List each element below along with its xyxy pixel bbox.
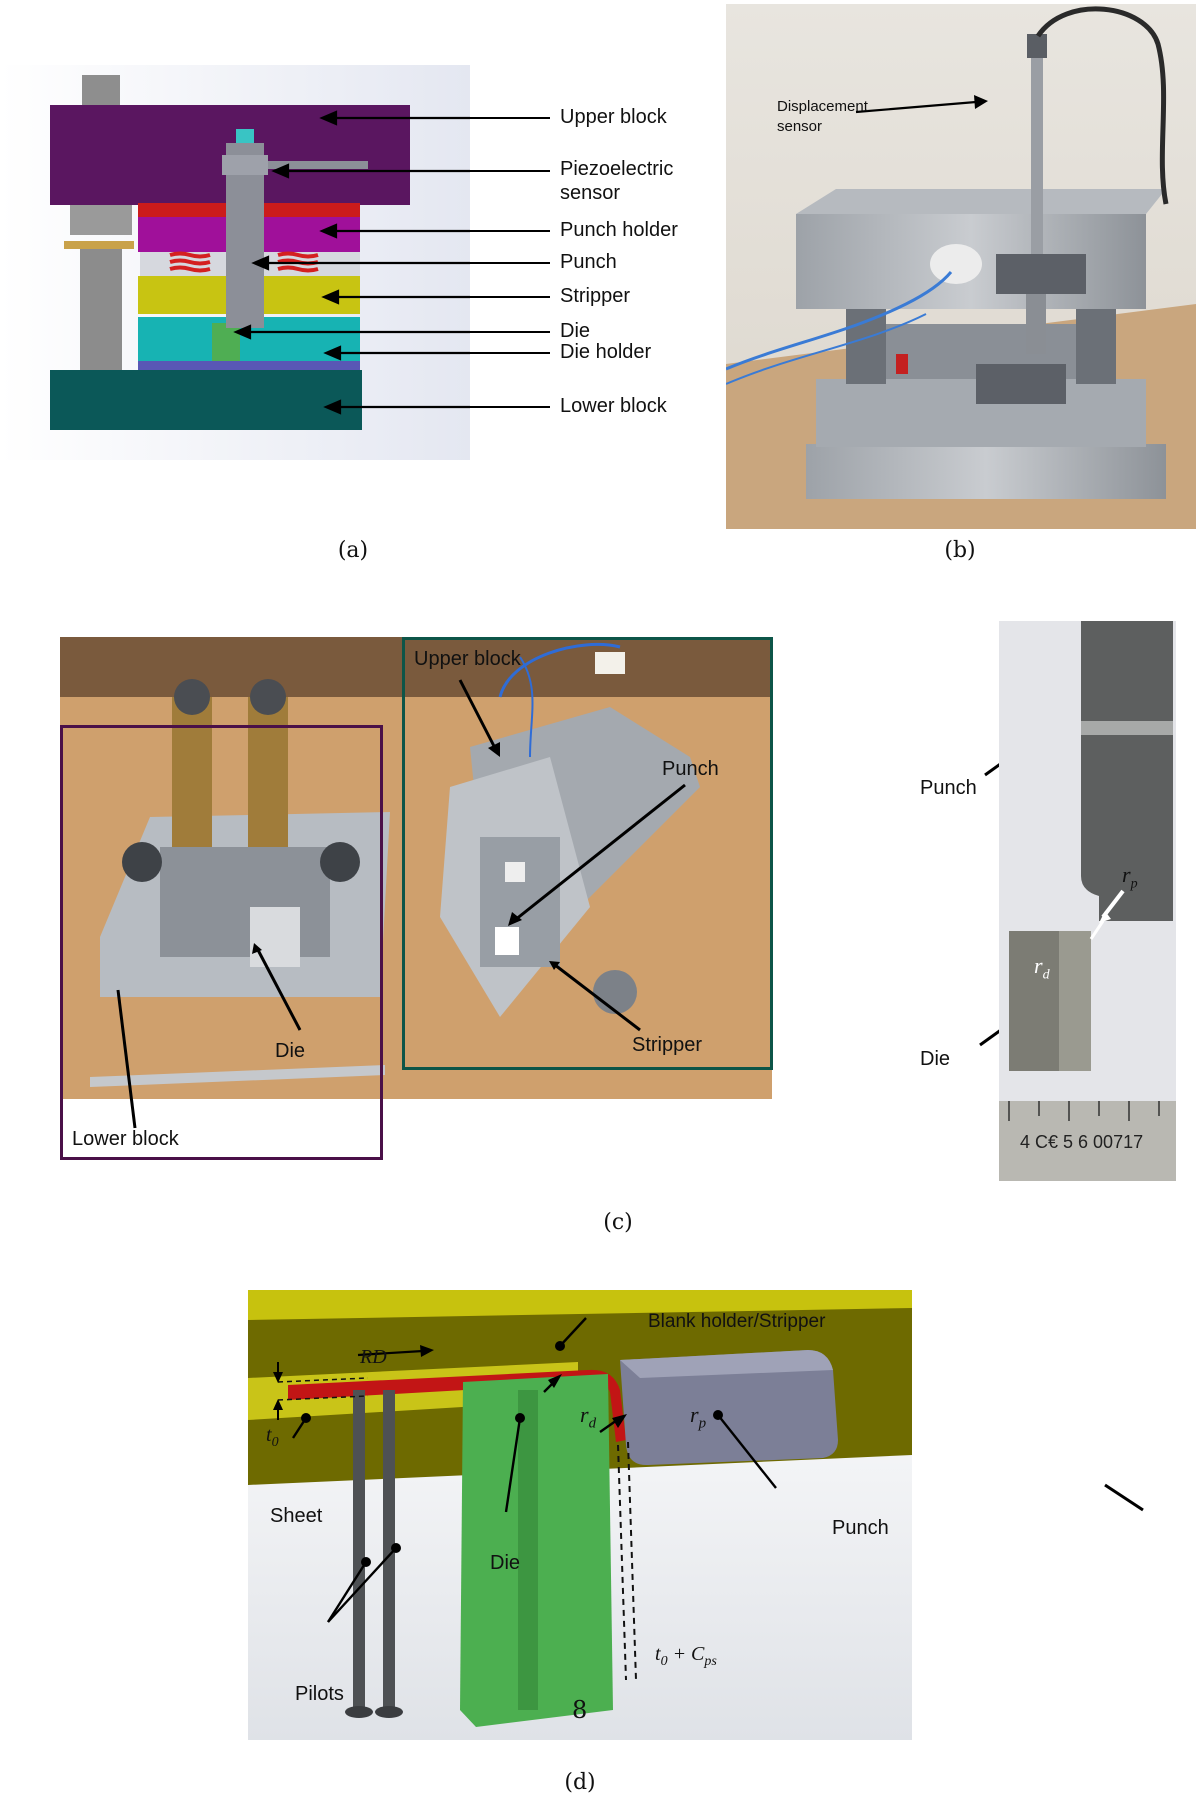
guide-bushing-right [248, 697, 288, 847]
opened-tool-photo [60, 637, 772, 1099]
label-piezo-line2: sensor [560, 182, 621, 204]
label-die: Die [560, 320, 591, 342]
panel-a-leader-lines [233, 110, 470, 415]
label-d-die: Die [490, 1552, 521, 1574]
die-holder-strip [138, 361, 360, 370]
panel-b-photo [726, 4, 1196, 529]
caption-d: (d) [564, 1770, 596, 1795]
label-c-rd: rd [1034, 953, 1050, 983]
label-c-upper-block: Upper block [414, 648, 521, 670]
die-shape [212, 323, 240, 361]
label-d-punch: Punch [832, 1517, 889, 1539]
panel-a-arrow-extension-7 [470, 352, 550, 354]
label-c-rp: rp [1122, 862, 1138, 892]
panel-a-arrow-extension-8 [470, 406, 550, 408]
label-piezo-line1: Piezoelectric [560, 158, 674, 180]
panel-d-diagram [248, 1290, 912, 1740]
displacement-rod [1031, 54, 1043, 274]
page-number: 8 [572, 1696, 588, 1724]
stripper-photo [480, 837, 560, 967]
label-displacement-line1: Displacement [777, 98, 868, 115]
sensor-cable [1035, 6, 1169, 205]
panel-a-arrow-extension-3 [470, 230, 550, 232]
upper-block-frame [402, 637, 773, 1070]
caption-a: (a) [337, 538, 369, 563]
label-punch-holder: Punch holder [560, 219, 678, 241]
panel-a-arrow-extension-5 [470, 296, 550, 298]
panel-a-arrow-extension-2 [470, 170, 550, 172]
label-d-clearance: t0 + Cps [655, 1643, 717, 1669]
ruler-photo [90, 1065, 385, 1087]
pilot-left [353, 1390, 365, 1710]
panel-c-photo-right [999, 621, 1176, 1181]
label-punch: Punch [560, 251, 617, 273]
ruler-closeup-text: 4 C€ 5 6 00717 [1020, 1132, 1144, 1152]
caption-c: (c) [603, 1210, 633, 1235]
label-d-rp-radius: rp [690, 1402, 707, 1432]
panel-c-photo-left [60, 637, 772, 1099]
label-c-punch: Punch [662, 758, 719, 780]
measurement-setup-photo [726, 4, 1196, 529]
punch-render [620, 1350, 838, 1466]
punch-die-closeup-photo [999, 621, 1176, 1181]
caption-b: (b) [944, 538, 976, 563]
base-plate [806, 444, 1166, 499]
label-c-die: Die [275, 1040, 306, 1062]
label-c-right-punch: Punch [920, 777, 977, 799]
pilot-right [383, 1390, 395, 1710]
label-lower-block: Lower block [560, 395, 667, 417]
sheet-shape [288, 1369, 626, 1442]
sensor-clamp-top [996, 254, 1086, 294]
label-d-pilots: Pilots [295, 1683, 344, 1705]
panel-a-diagram [0, 65, 470, 460]
lower-block-shape [50, 370, 362, 430]
label-stripper: Stripper [560, 285, 631, 307]
springs-shape [169, 251, 319, 273]
label-d-t0: t0 [266, 1424, 279, 1450]
guide-bushing [70, 205, 132, 235]
die-photo [250, 907, 300, 967]
guide-bushing-left [172, 697, 212, 847]
label-displacement-line2: sensor [777, 118, 823, 135]
label-c-lower-block: Lower block [72, 1128, 179, 1150]
lower-block-frame [60, 725, 383, 1160]
panel-a-arrow-extension [470, 117, 550, 119]
sensor-clamp-bottom [976, 364, 1066, 404]
label-c-right-die: Die [920, 1048, 951, 1070]
guide-post-bottom [80, 243, 122, 371]
punching-tool-cad-section [0, 65, 470, 460]
label-upper-block: Upper block [560, 106, 667, 128]
punch-closeup [1081, 621, 1173, 921]
label-d-sheet: Sheet [270, 1505, 323, 1527]
shearing-setup-render [248, 1290, 912, 1740]
label-c-stripper: Stripper [632, 1034, 703, 1056]
ruler-closeup [999, 1101, 1176, 1181]
label-d-rd-radius: rd [580, 1402, 597, 1432]
label-die-holder: Die holder [560, 341, 652, 363]
piezo-sensor-shape [222, 155, 268, 175]
panel-a-arrow-extension-6 [470, 331, 550, 333]
label-d-blank-holder: Blank holder/Stripper [648, 1311, 826, 1332]
panel-a-arrow-extension-4 [470, 262, 550, 264]
label-d-rd-direction: RD [360, 1346, 387, 1368]
